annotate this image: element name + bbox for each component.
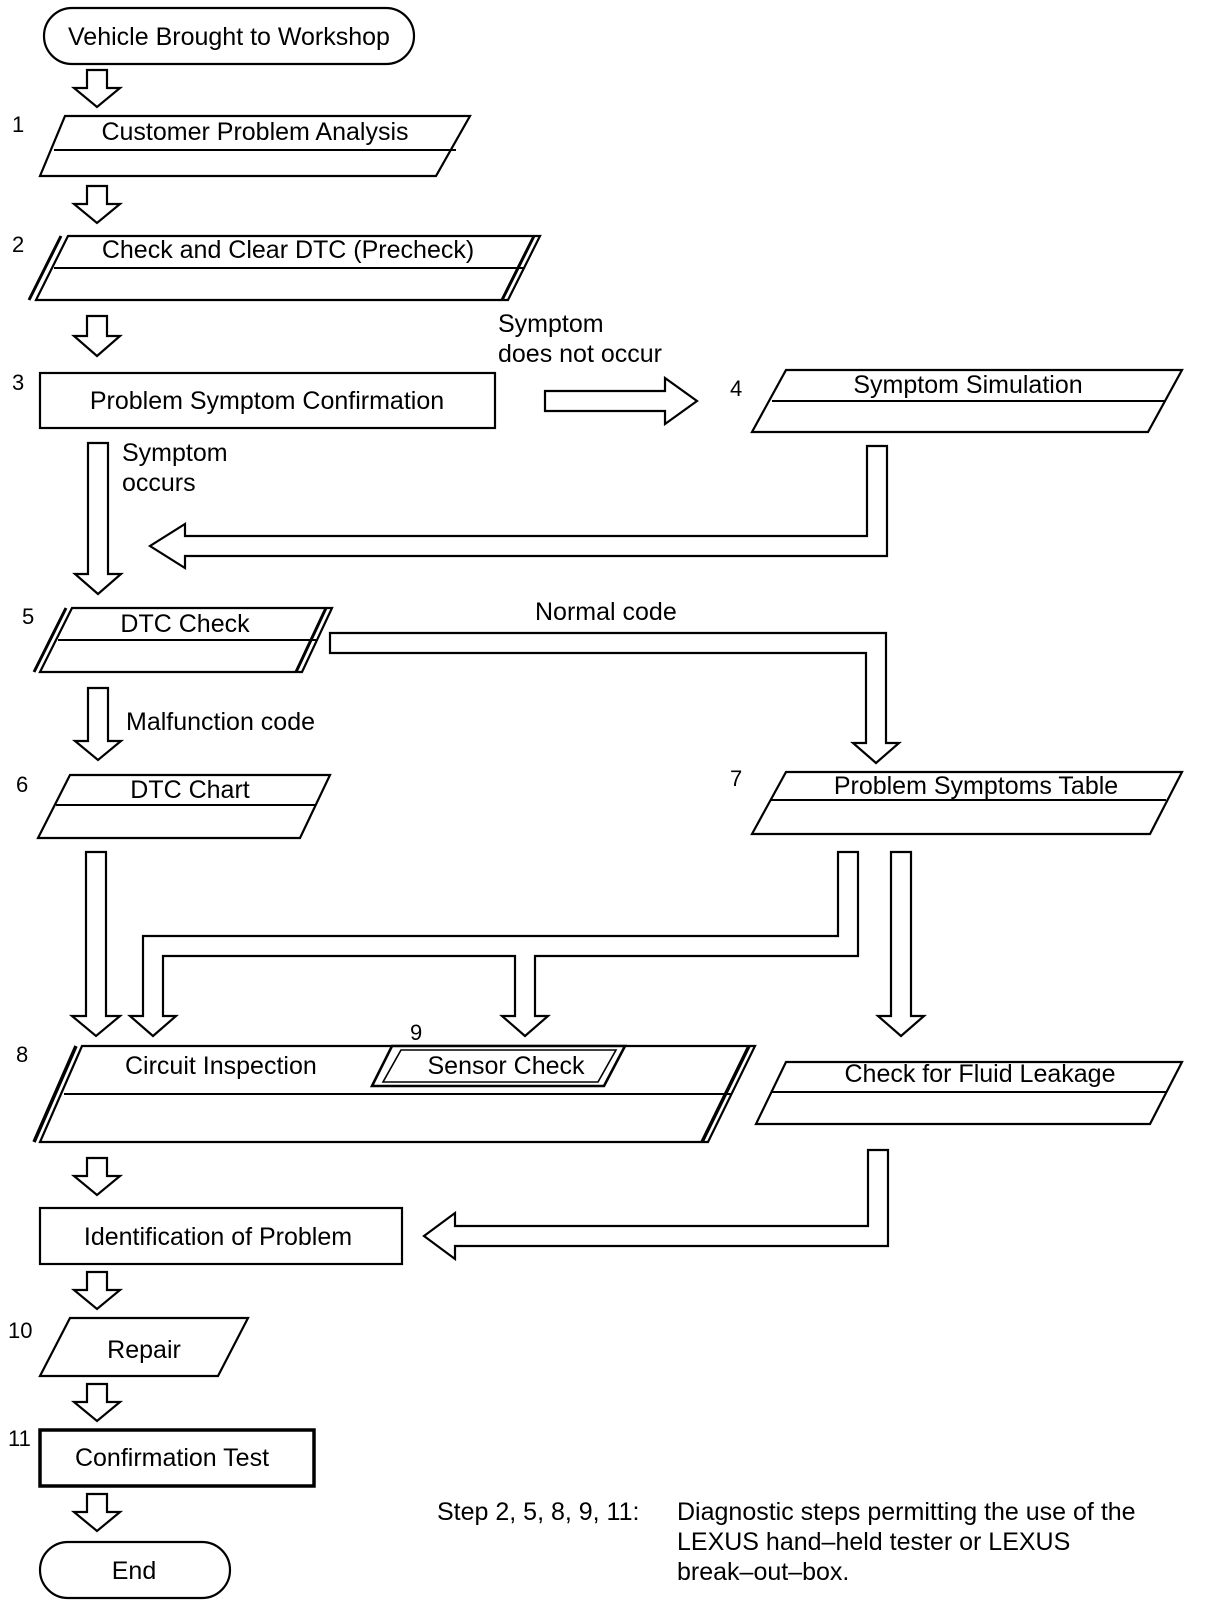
step-7-number: 7 — [730, 766, 742, 791]
footnote-line-3: break–out–box. — [677, 1558, 849, 1586]
step-3-label: Problem Symptom Confirmation — [90, 387, 444, 415]
step-1-customer-problem-analysis: 1 Customer Problem Analysis — [12, 112, 472, 178]
step-6-dtc-chart: 6 DTC Chart — [16, 772, 332, 840]
step-7-label: Problem Symptoms Table — [834, 772, 1118, 800]
step-3-problem-symptom-confirmation: 3 Problem Symptom Confirmation — [12, 370, 497, 430]
step-6-number: 6 — [16, 772, 28, 797]
step-5-label: DTC Check — [120, 610, 250, 638]
step-7-problem-symptoms-table: 7 Problem Symptoms Table — [730, 766, 1184, 836]
step-9-label: Sensor Check — [427, 1052, 585, 1080]
identification-of-problem: Identification of Problem — [38, 1206, 404, 1266]
footnote: Step 2, 5, 8, 9, 11: Diagnostic steps pe… — [437, 1498, 1136, 1586]
arrow-3-to-5 — [72, 441, 124, 596]
branch-label-does-not-occur-1: Symptom — [498, 310, 604, 338]
end-label: End — [112, 1557, 156, 1585]
step-11-confirmation-test: 11 Confirmation Test — [8, 1426, 316, 1488]
step-5-number: 5 — [22, 604, 34, 629]
step-1-label: Customer Problem Analysis — [101, 118, 408, 146]
step-4-symptom-simulation: 4 Symptom Simulation — [730, 368, 1184, 434]
branch-label-occurs-1: Symptom — [122, 439, 228, 467]
step-9-sensor-check: 9 Sensor Check — [369, 1020, 628, 1088]
footnote-line-2: LEXUS hand–held tester or LEXUS — [677, 1528, 1070, 1556]
arrow-5-to-6 — [71, 686, 125, 762]
check-for-fluid-leakage: Check for Fluid Leakage — [754, 1060, 1184, 1126]
branch-label-normal-code: Normal code — [535, 598, 677, 626]
footnote-line-1: Diagnostic steps permitting the use of t… — [677, 1498, 1136, 1526]
step-5-dtc-check: 5 DTC Check — [22, 604, 334, 674]
arrow-6-to-8 — [68, 850, 124, 1038]
identification-label: Identification of Problem — [84, 1223, 352, 1251]
arrow-7-to-fluid-leakage — [875, 850, 927, 1038]
step-11-label: Confirmation Test — [75, 1444, 269, 1472]
arrow-4-return — [147, 444, 889, 570]
step-8-label: Circuit Inspection — [125, 1052, 317, 1080]
arrow-start-to-1 — [70, 68, 124, 109]
step-10-label: Repair — [107, 1336, 181, 1364]
step-2-number: 2 — [12, 232, 24, 257]
step-2-check-and-clear-dtc: 2 Check and Clear DTC (Precheck) — [12, 232, 542, 302]
arrow-2-to-3 — [71, 314, 123, 358]
step-4-number: 4 — [730, 376, 742, 401]
branch-label-does-not-occur-2: does not occur — [498, 340, 662, 368]
arrow-10-to-11 — [70, 1382, 124, 1423]
step-9-number: 9 — [410, 1020, 422, 1045]
step-1-number: 1 — [12, 112, 24, 137]
footnote-steps: Step 2, 5, 8, 9, 11: — [437, 1498, 639, 1526]
step-10-number: 10 — [8, 1318, 32, 1343]
branch-label-occurs-2: occurs — [122, 469, 196, 497]
step-4-label: Symptom Simulation — [853, 371, 1082, 399]
start-label: Vehicle Brought to Workshop — [68, 23, 390, 51]
fluid-leakage-label: Check for Fluid Leakage — [845, 1060, 1116, 1088]
start-terminator: Vehicle Brought to Workshop — [42, 6, 416, 66]
step-11-number: 11 — [8, 1426, 31, 1451]
arrow-fluid-leakage-to-identification — [422, 1148, 890, 1262]
arrow-11-to-end — [70, 1492, 124, 1533]
step-2-label: Check and Clear DTC (Precheck) — [102, 236, 474, 264]
arrow-1-to-2 — [70, 184, 124, 225]
step-10-repair: 10 Repair — [8, 1316, 250, 1378]
end-terminator: End — [38, 1540, 232, 1600]
arrow-8-to-identification — [70, 1156, 124, 1197]
step-3-number: 3 — [12, 370, 24, 395]
step-8-number: 8 — [16, 1042, 28, 1067]
arrow-3-to-4 — [543, 375, 699, 427]
arrow-7-to-8-and-9 — [127, 850, 860, 1038]
arrow-5-to-7 — [328, 631, 902, 765]
branch-label-malfunction-code: Malfunction code — [126, 708, 315, 736]
arrow-identification-to-10 — [70, 1270, 124, 1311]
step-6-label: DTC Chart — [130, 776, 250, 804]
